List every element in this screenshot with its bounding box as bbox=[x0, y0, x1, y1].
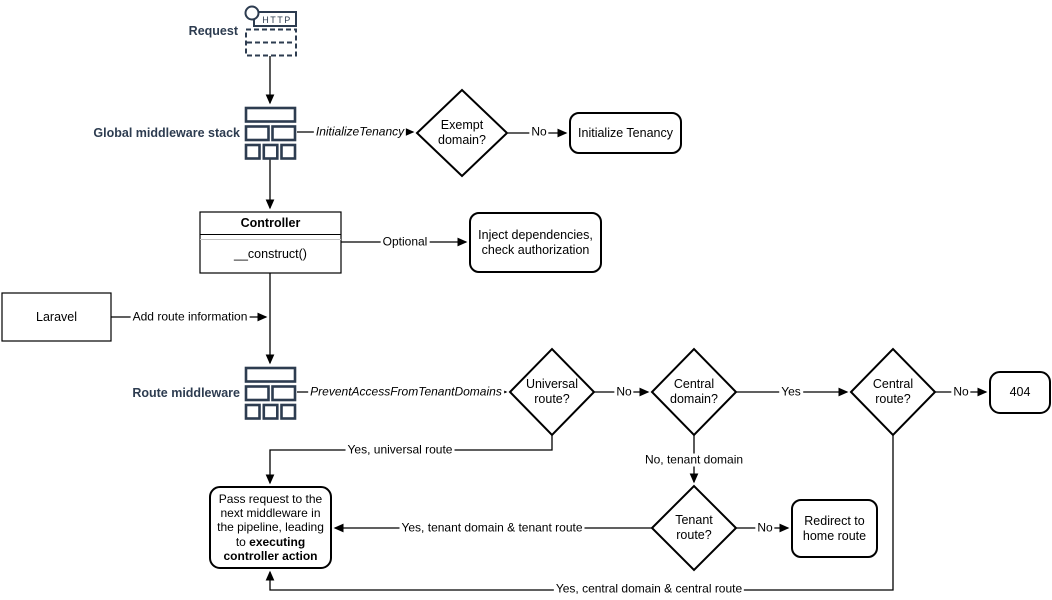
middleware-stack-icon-global bbox=[244, 106, 297, 160]
central-route-label: Central route? bbox=[872, 377, 914, 406]
edge-label-no-tenant-domain: No, tenant domain bbox=[642, 452, 746, 467]
edge-label-no-universal: No bbox=[614, 384, 634, 399]
edge-label-initialize-tenancy: InitializeTenancy bbox=[313, 124, 407, 139]
controller-box bbox=[199, 211, 342, 274]
edge-label-yes-central-domain: Yes bbox=[779, 384, 803, 399]
404-box bbox=[989, 371, 1051, 414]
redirect-home-box bbox=[791, 499, 878, 558]
edge-label-yes-universal-route: Yes, universal route bbox=[345, 442, 455, 457]
laravel-label: Laravel bbox=[36, 309, 77, 324]
central-domain-label: Central domain? bbox=[670, 377, 718, 406]
pass-request-text-bold: executing controller action bbox=[223, 534, 318, 563]
edge-label-yes-tenant-route: Yes, tenant domain & tenant route bbox=[399, 520, 585, 535]
initialize-tenancy-box bbox=[569, 112, 682, 154]
middleware-stack-icon-route bbox=[244, 366, 297, 420]
edge-label-yes-central-route: Yes, central domain & central route bbox=[553, 581, 745, 596]
controller-title: Controller bbox=[240, 215, 301, 230]
edge-label-no-tenant-route: No bbox=[755, 520, 775, 535]
inject-dependencies-box bbox=[469, 212, 602, 273]
http-icon-text: HTTP bbox=[262, 15, 292, 25]
initialize-tenancy-label: Initialize Tenancy bbox=[578, 125, 673, 140]
controller-method: __construct() bbox=[234, 247, 307, 261]
edge-label-add-route-information: Add route information bbox=[130, 309, 250, 324]
pass-request-text: Pass request to the next middleware in t… bbox=[217, 491, 324, 549]
route-middleware-label: Route middleware bbox=[132, 385, 240, 400]
universal-route-diamond bbox=[508, 347, 596, 437]
404-label: 404 bbox=[1009, 385, 1031, 399]
edge-label-no-exempt: No bbox=[529, 124, 549, 139]
pass-request-box bbox=[209, 486, 332, 569]
request-label: Request bbox=[188, 23, 238, 38]
edge-label-prevent-access: PreventAccessFromTenantDomains bbox=[308, 384, 504, 399]
exempt-domain-label: Exempt domain? bbox=[438, 118, 486, 147]
exempt-domain-diamond bbox=[415, 88, 509, 178]
tenant-route-diamond bbox=[650, 484, 738, 572]
global-middleware-label: Global middleware stack bbox=[93, 125, 240, 140]
inject-dependencies-label: Inject dependencies, check authorization bbox=[478, 227, 593, 257]
http-request-icon bbox=[244, 5, 297, 57]
central-domain-diamond bbox=[650, 347, 738, 437]
edge-label-optional: Optional bbox=[380, 234, 430, 249]
laravel-box bbox=[1, 292, 112, 342]
redirect-home-label: Redirect to home route bbox=[802, 513, 867, 543]
pass-request-label: Pass request to the next middleware in t… bbox=[213, 487, 328, 568]
central-route-diamond bbox=[849, 347, 937, 437]
universal-route-label: Universal route? bbox=[525, 377, 579, 406]
tenant-route-label: Tenant route? bbox=[675, 513, 713, 542]
edge-label-no-central-route: No bbox=[951, 384, 971, 399]
